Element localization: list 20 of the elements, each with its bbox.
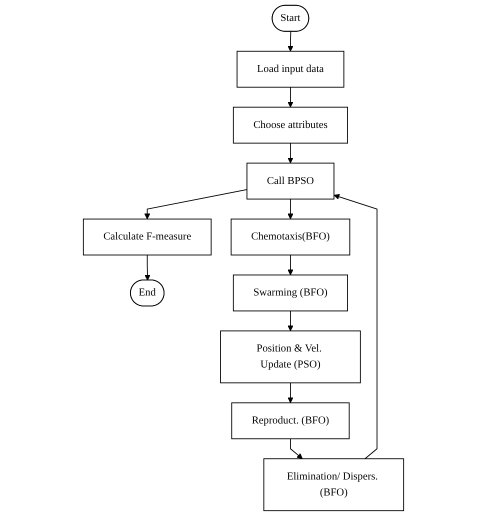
node-box: Reproduct. (BFO) xyxy=(231,402,350,440)
arrow xyxy=(288,142,294,164)
arrow xyxy=(288,254,294,276)
node-box: Swarming (BFO) xyxy=(232,274,348,312)
node-box: Chemotaxis(BFO) xyxy=(230,218,350,256)
arrow xyxy=(144,189,248,220)
node-box: Load input data xyxy=(236,50,344,88)
arrow xyxy=(288,198,294,220)
arrow xyxy=(334,194,378,460)
node-box: Elimination/ Dispers. (BFO) xyxy=(263,458,404,512)
arrow xyxy=(288,31,294,52)
arrow xyxy=(288,86,294,108)
node-box: Choose attributes xyxy=(232,106,348,144)
arrow xyxy=(288,310,294,332)
arrow xyxy=(144,254,150,281)
node-box: Call BPSO xyxy=(246,162,334,200)
arrow xyxy=(288,382,294,404)
arrow xyxy=(290,438,303,459)
node-box: Position & Vel. Update (PSO) xyxy=(220,330,361,384)
node-box: Calculate F-measure xyxy=(82,218,212,256)
